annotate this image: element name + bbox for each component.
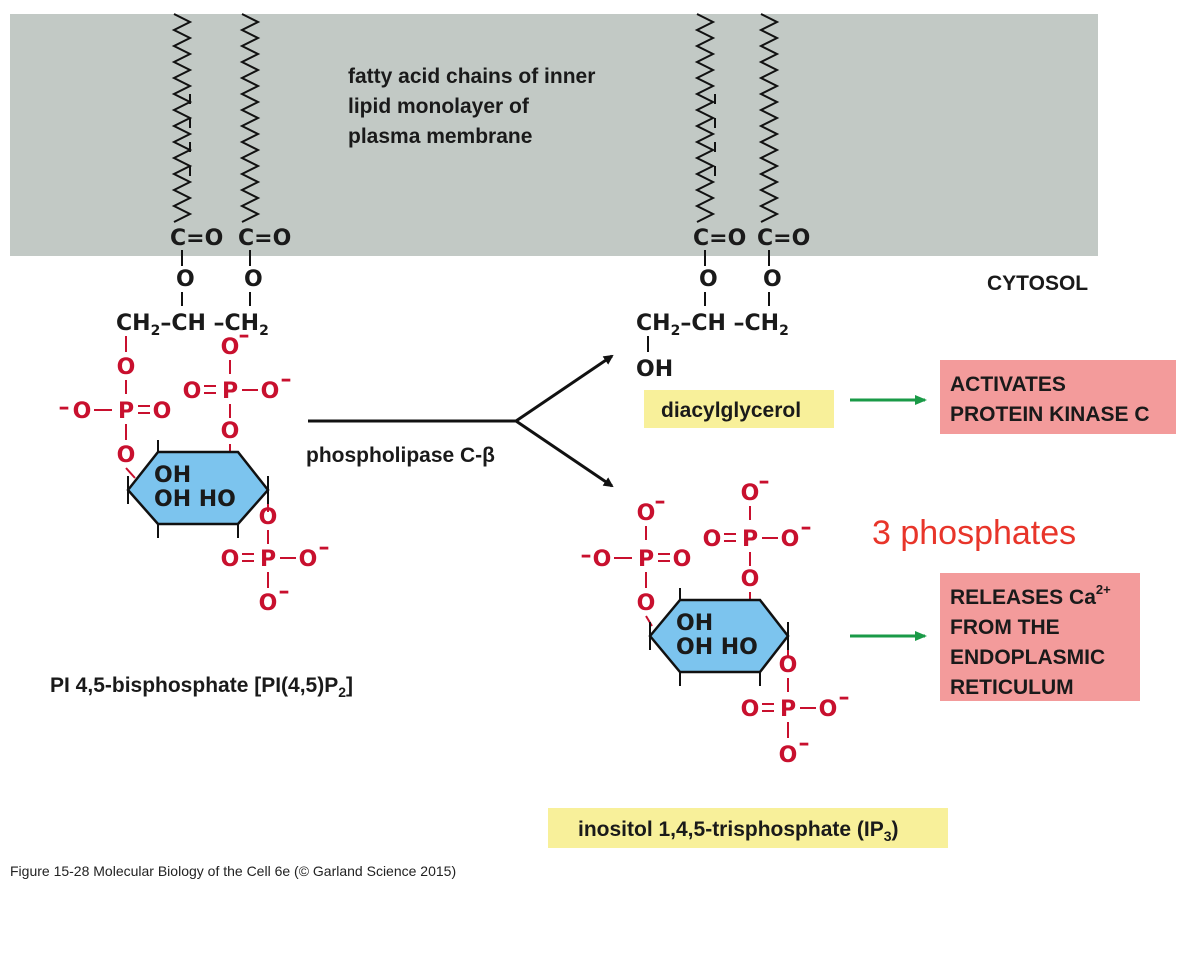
svg-text:O: O xyxy=(741,481,760,506)
svg-text:O: O xyxy=(221,419,240,444)
svg-text:O: O xyxy=(73,399,92,424)
svg-text:–: – xyxy=(319,535,330,560)
membrane-label-line-1: fatty acid chains of inner xyxy=(348,65,595,88)
svg-text:P: P xyxy=(118,399,134,424)
pip2-inositol-ring: OH OH HO xyxy=(126,440,270,538)
hydroxyl-label: OH xyxy=(676,611,713,636)
double-bond-marks xyxy=(189,94,716,176)
svg-text:–: – xyxy=(801,515,812,540)
svg-text:O: O xyxy=(703,527,722,552)
pkc-effect-line-1: ACTIVATES xyxy=(950,373,1066,396)
pip2-phosphate-1: O – O P O O xyxy=(59,336,172,479)
pip2-name: PI 4,5-bisphosphate [PI(4,5)P2] xyxy=(50,674,353,700)
fatty-acid-chain xyxy=(758,13,780,223)
ca-effect-box xyxy=(940,573,1140,701)
reaction-arrows xyxy=(308,354,614,488)
hydroxyl-label: OH xyxy=(154,463,191,488)
svg-text:–: – xyxy=(279,579,290,604)
svg-text:O: O xyxy=(741,567,760,592)
glycerol-backbone: CH2–CH –CH2 xyxy=(116,311,269,339)
ester-oxygen: O xyxy=(244,267,263,292)
glycerol-backbone: CH2–CH –CH2 xyxy=(636,311,789,339)
svg-text:C=O: C=O xyxy=(757,226,810,251)
svg-text:P: P xyxy=(742,527,758,552)
svg-text:–: – xyxy=(239,323,250,348)
svg-text:O: O xyxy=(221,335,240,360)
pkc-effect-line-2: PROTEIN KINASE C xyxy=(950,403,1150,426)
enzyme-label: phospholipase C-β xyxy=(306,444,495,467)
ip3-phosphate-5: O O P O – O – xyxy=(741,650,850,768)
dag-molecule: C=O C=O O O CH2–CH –CH2 OH xyxy=(636,226,810,382)
ip3-phosphate-4: O – O P O – O xyxy=(703,469,812,600)
svg-text:O: O xyxy=(699,267,718,292)
hydroxyl-label: OH xyxy=(636,357,673,382)
ca-effect-line-4: RETICULUM xyxy=(950,676,1074,699)
svg-text:O: O xyxy=(637,501,656,526)
svg-text:–: – xyxy=(281,367,292,392)
pip2-phosphate-5: O O P O – O – xyxy=(221,504,330,616)
svg-text:O: O xyxy=(117,355,136,380)
svg-text:O: O xyxy=(637,591,656,616)
phosphate-count-annotation: 3 phosphates xyxy=(872,514,1076,552)
cytosol-label: CYTOSOL xyxy=(987,272,1088,295)
svg-text:O: O xyxy=(593,547,612,572)
svg-text:O: O xyxy=(779,743,798,768)
svg-text:–: – xyxy=(759,469,770,494)
pip2-phosphate-4: O – O P O – O xyxy=(183,323,292,454)
pip2-glycerol: C=O C=O O O CH2–CH –CH2 xyxy=(116,226,291,339)
svg-text:–: – xyxy=(655,489,666,514)
fatty-acid-chain xyxy=(694,13,716,223)
svg-text:–: – xyxy=(799,731,810,756)
ip3-phosphate-1: O – – O P O O xyxy=(581,489,692,627)
svg-text:O: O xyxy=(153,399,172,424)
ca-effect-line-1: RELEASES Ca2+ xyxy=(950,582,1111,609)
svg-text:P: P xyxy=(260,547,276,572)
svg-text:O: O xyxy=(117,443,136,468)
svg-text:–: – xyxy=(59,395,70,420)
ca-effect-line-2: FROM THE xyxy=(950,616,1060,639)
svg-text:O: O xyxy=(299,547,318,572)
membrane-label-line-3: plasma membrane xyxy=(348,125,532,148)
plasma-membrane xyxy=(10,14,1098,256)
ester-oxygen: O xyxy=(176,267,195,292)
membrane-label-line-2: lipid monolayer of xyxy=(348,95,530,118)
carbonyl-label: C=O xyxy=(170,226,223,251)
svg-text:P: P xyxy=(780,697,796,722)
svg-text:O: O xyxy=(259,505,278,530)
svg-text:P: P xyxy=(222,379,238,404)
hydroxyl-label: OH HO xyxy=(154,487,236,512)
carbonyl-label: C=O xyxy=(238,226,291,251)
svg-text:O: O xyxy=(221,547,240,572)
ca-effect-line-3: ENDOPLASMIC xyxy=(950,646,1105,669)
svg-text:O: O xyxy=(183,379,202,404)
svg-text:O: O xyxy=(763,267,782,292)
svg-text:O: O xyxy=(819,697,838,722)
svg-text:O: O xyxy=(779,653,798,678)
figure-caption: Figure 15-28 Molecular Biology of the Ce… xyxy=(10,863,456,879)
ip3-name: inositol 1,4,5-trisphosphate (IP3) xyxy=(578,818,899,844)
dag-name-highlight xyxy=(644,390,834,428)
svg-text:–: – xyxy=(581,543,592,568)
ip3-inositol-ring: OH OH HO xyxy=(648,588,790,686)
svg-text:C=O: C=O xyxy=(693,226,746,251)
ip3-name-highlight xyxy=(548,808,948,848)
svg-text:O: O xyxy=(261,379,280,404)
pkc-effect-box xyxy=(940,360,1176,434)
svg-text:O: O xyxy=(259,591,278,616)
svg-text:O: O xyxy=(781,527,800,552)
hydroxyl-label: OH HO xyxy=(676,635,758,660)
fatty-acid-chain xyxy=(239,13,261,223)
dag-name: diacylglycerol xyxy=(661,399,801,422)
svg-text:O: O xyxy=(673,547,692,572)
svg-text:–: – xyxy=(839,685,850,710)
svg-text:P: P xyxy=(638,547,654,572)
svg-text:O: O xyxy=(741,697,760,722)
